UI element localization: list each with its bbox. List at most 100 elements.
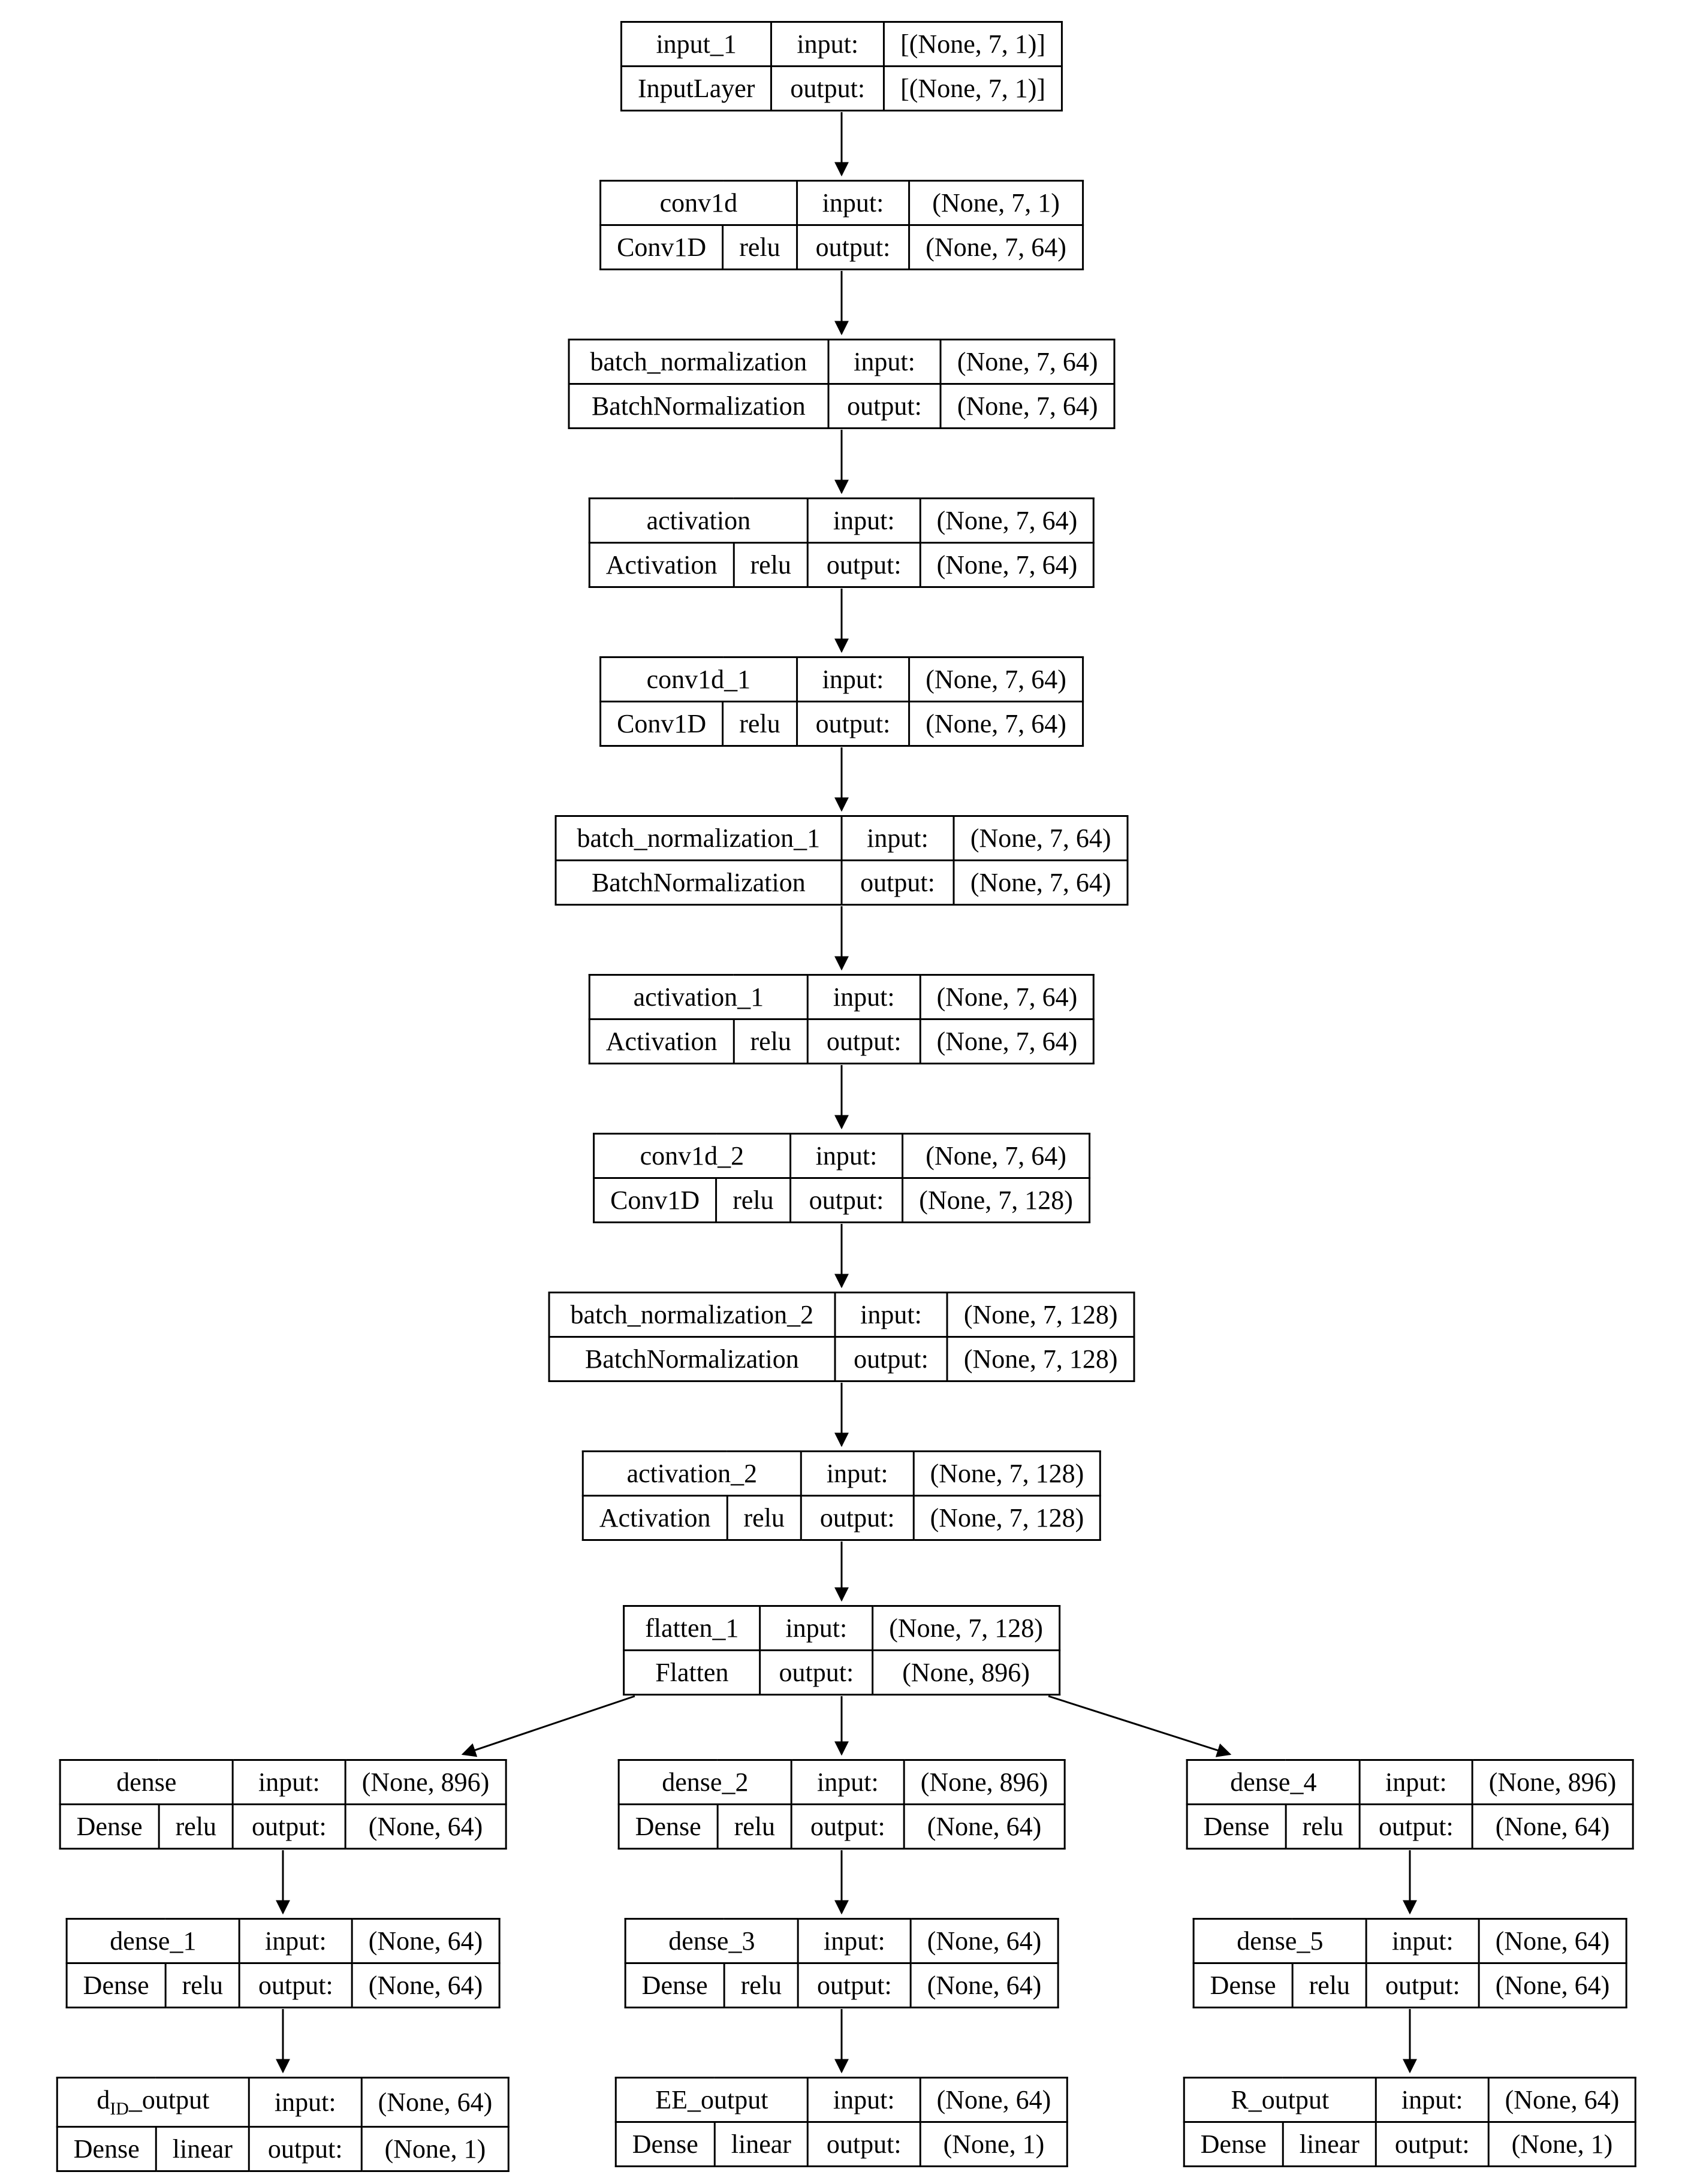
layer-name: dID_output	[56, 2077, 250, 2128]
input-label: input:	[806, 497, 921, 544]
output-label: output:	[797, 1962, 912, 2009]
input-shape: (None, 7, 64)	[919, 497, 1095, 544]
layer-name: R_output	[1183, 2076, 1377, 2123]
output-label: output:	[795, 701, 911, 747]
input-shape: (None, 7, 64)	[902, 1132, 1090, 1180]
layer-name: conv1d_2	[593, 1132, 791, 1180]
input-shape: (None, 7, 1)	[908, 179, 1084, 227]
layer-activation: relu	[722, 701, 798, 747]
output-label: output:	[759, 1649, 874, 1696]
layer-name: activation_2	[581, 1450, 802, 1497]
layer-type: Dense	[1183, 2121, 1284, 2168]
output-shape: (None, 1)	[919, 2121, 1069, 2168]
layer-type: Activation	[588, 542, 735, 589]
layer-activation: linear	[713, 2121, 809, 2168]
output-shape: [(None, 7, 1)]	[883, 65, 1063, 112]
output-label: output:	[791, 1803, 905, 1850]
layer-name: dense_5	[1192, 1917, 1368, 1965]
input-shape: (None, 7, 128)	[946, 1291, 1135, 1338]
input-label: input:	[797, 1917, 912, 1965]
output-shape: (None, 7, 64)	[939, 383, 1116, 430]
layer-name: batch_normalization_1	[554, 815, 843, 862]
layer-type: BatchNormalization	[554, 859, 843, 906]
input-label: input:	[834, 1291, 948, 1338]
layer-name: batch_normalization	[568, 338, 830, 385]
input-shape: (None, 64)	[919, 2076, 1069, 2123]
input-shape: (None, 896)	[1471, 1758, 1634, 1806]
layer-type: Dense	[1192, 1962, 1294, 2009]
input-shape: (None, 896)	[344, 1758, 507, 1806]
layer-name: flatten_1	[623, 1604, 761, 1652]
layer-type: Dense	[1186, 1803, 1287, 1850]
output-shape: (None, 7, 64)	[919, 542, 1095, 589]
input-shape: (None, 64)	[909, 1917, 1059, 1965]
output-label: output:	[1374, 2121, 1490, 2168]
output-label: output:	[795, 224, 911, 271]
input-label: input:	[840, 815, 955, 862]
output-label: output:	[789, 1177, 904, 1224]
layer-name-base: d	[97, 2085, 110, 2114]
input-label: input:	[800, 1450, 915, 1497]
input-label: input:	[806, 973, 921, 1021]
layer-type: BatchNormalization	[548, 1336, 836, 1383]
output-label: output:	[806, 1018, 921, 1065]
input-shape: (None, 64)	[360, 2077, 510, 2128]
input-label: input:	[770, 20, 885, 68]
layer-activation: relu	[733, 1018, 809, 1065]
input-shape: (None, 7, 128)	[912, 1450, 1102, 1497]
output-label: output:	[806, 542, 921, 589]
layer-name-rest: _output	[128, 2085, 210, 2114]
layer-name: input_1	[620, 20, 773, 68]
input-shape: (None, 896)	[903, 1758, 1066, 1806]
output-label: output:	[806, 2121, 921, 2168]
layer-name: activation_1	[588, 973, 809, 1021]
layer-name: dense_1	[65, 1917, 241, 1965]
layer-type: BatchNormalization	[568, 383, 830, 430]
layer-activation: relu	[716, 1803, 793, 1850]
layer-activation: relu	[726, 1495, 802, 1542]
output-shape: (None, 896)	[872, 1649, 1060, 1696]
input-shape: (None, 7, 64)	[939, 338, 1116, 385]
input-label: input:	[795, 179, 911, 227]
output-label: output:	[239, 1962, 353, 2009]
layer-name-subscript: ID	[110, 2098, 129, 2119]
layer-type: Activation	[581, 1495, 728, 1542]
layer-type: Conv1D	[593, 1177, 718, 1224]
input-label: input:	[789, 1132, 904, 1180]
layer-type: Activation	[588, 1018, 735, 1065]
output-shape: (None, 64)	[1478, 1962, 1627, 2009]
output-shape: (None, 1)	[360, 2125, 510, 2172]
layer-type: Dense	[614, 2121, 716, 2168]
layer-activation: linear	[155, 2125, 250, 2172]
output-label: output:	[232, 1803, 346, 1850]
layer-name: conv1d_1	[599, 656, 798, 703]
output-shape: (None, 64)	[344, 1803, 507, 1850]
input-shape: (None, 64)	[1478, 1917, 1627, 1965]
output-shape: (None, 64)	[909, 1962, 1059, 2009]
layer-name: activation	[588, 497, 809, 544]
input-label: input:	[1374, 2076, 1490, 2123]
output-shape: (None, 1)	[1487, 2121, 1637, 2168]
input-label: input:	[759, 1604, 874, 1652]
layer-activation: relu	[164, 1962, 241, 2009]
input-label: input:	[239, 1917, 353, 1965]
input-label: input:	[1366, 1917, 1480, 1965]
layer-type: Dense	[624, 1962, 725, 2009]
output-label: output:	[1359, 1803, 1473, 1850]
